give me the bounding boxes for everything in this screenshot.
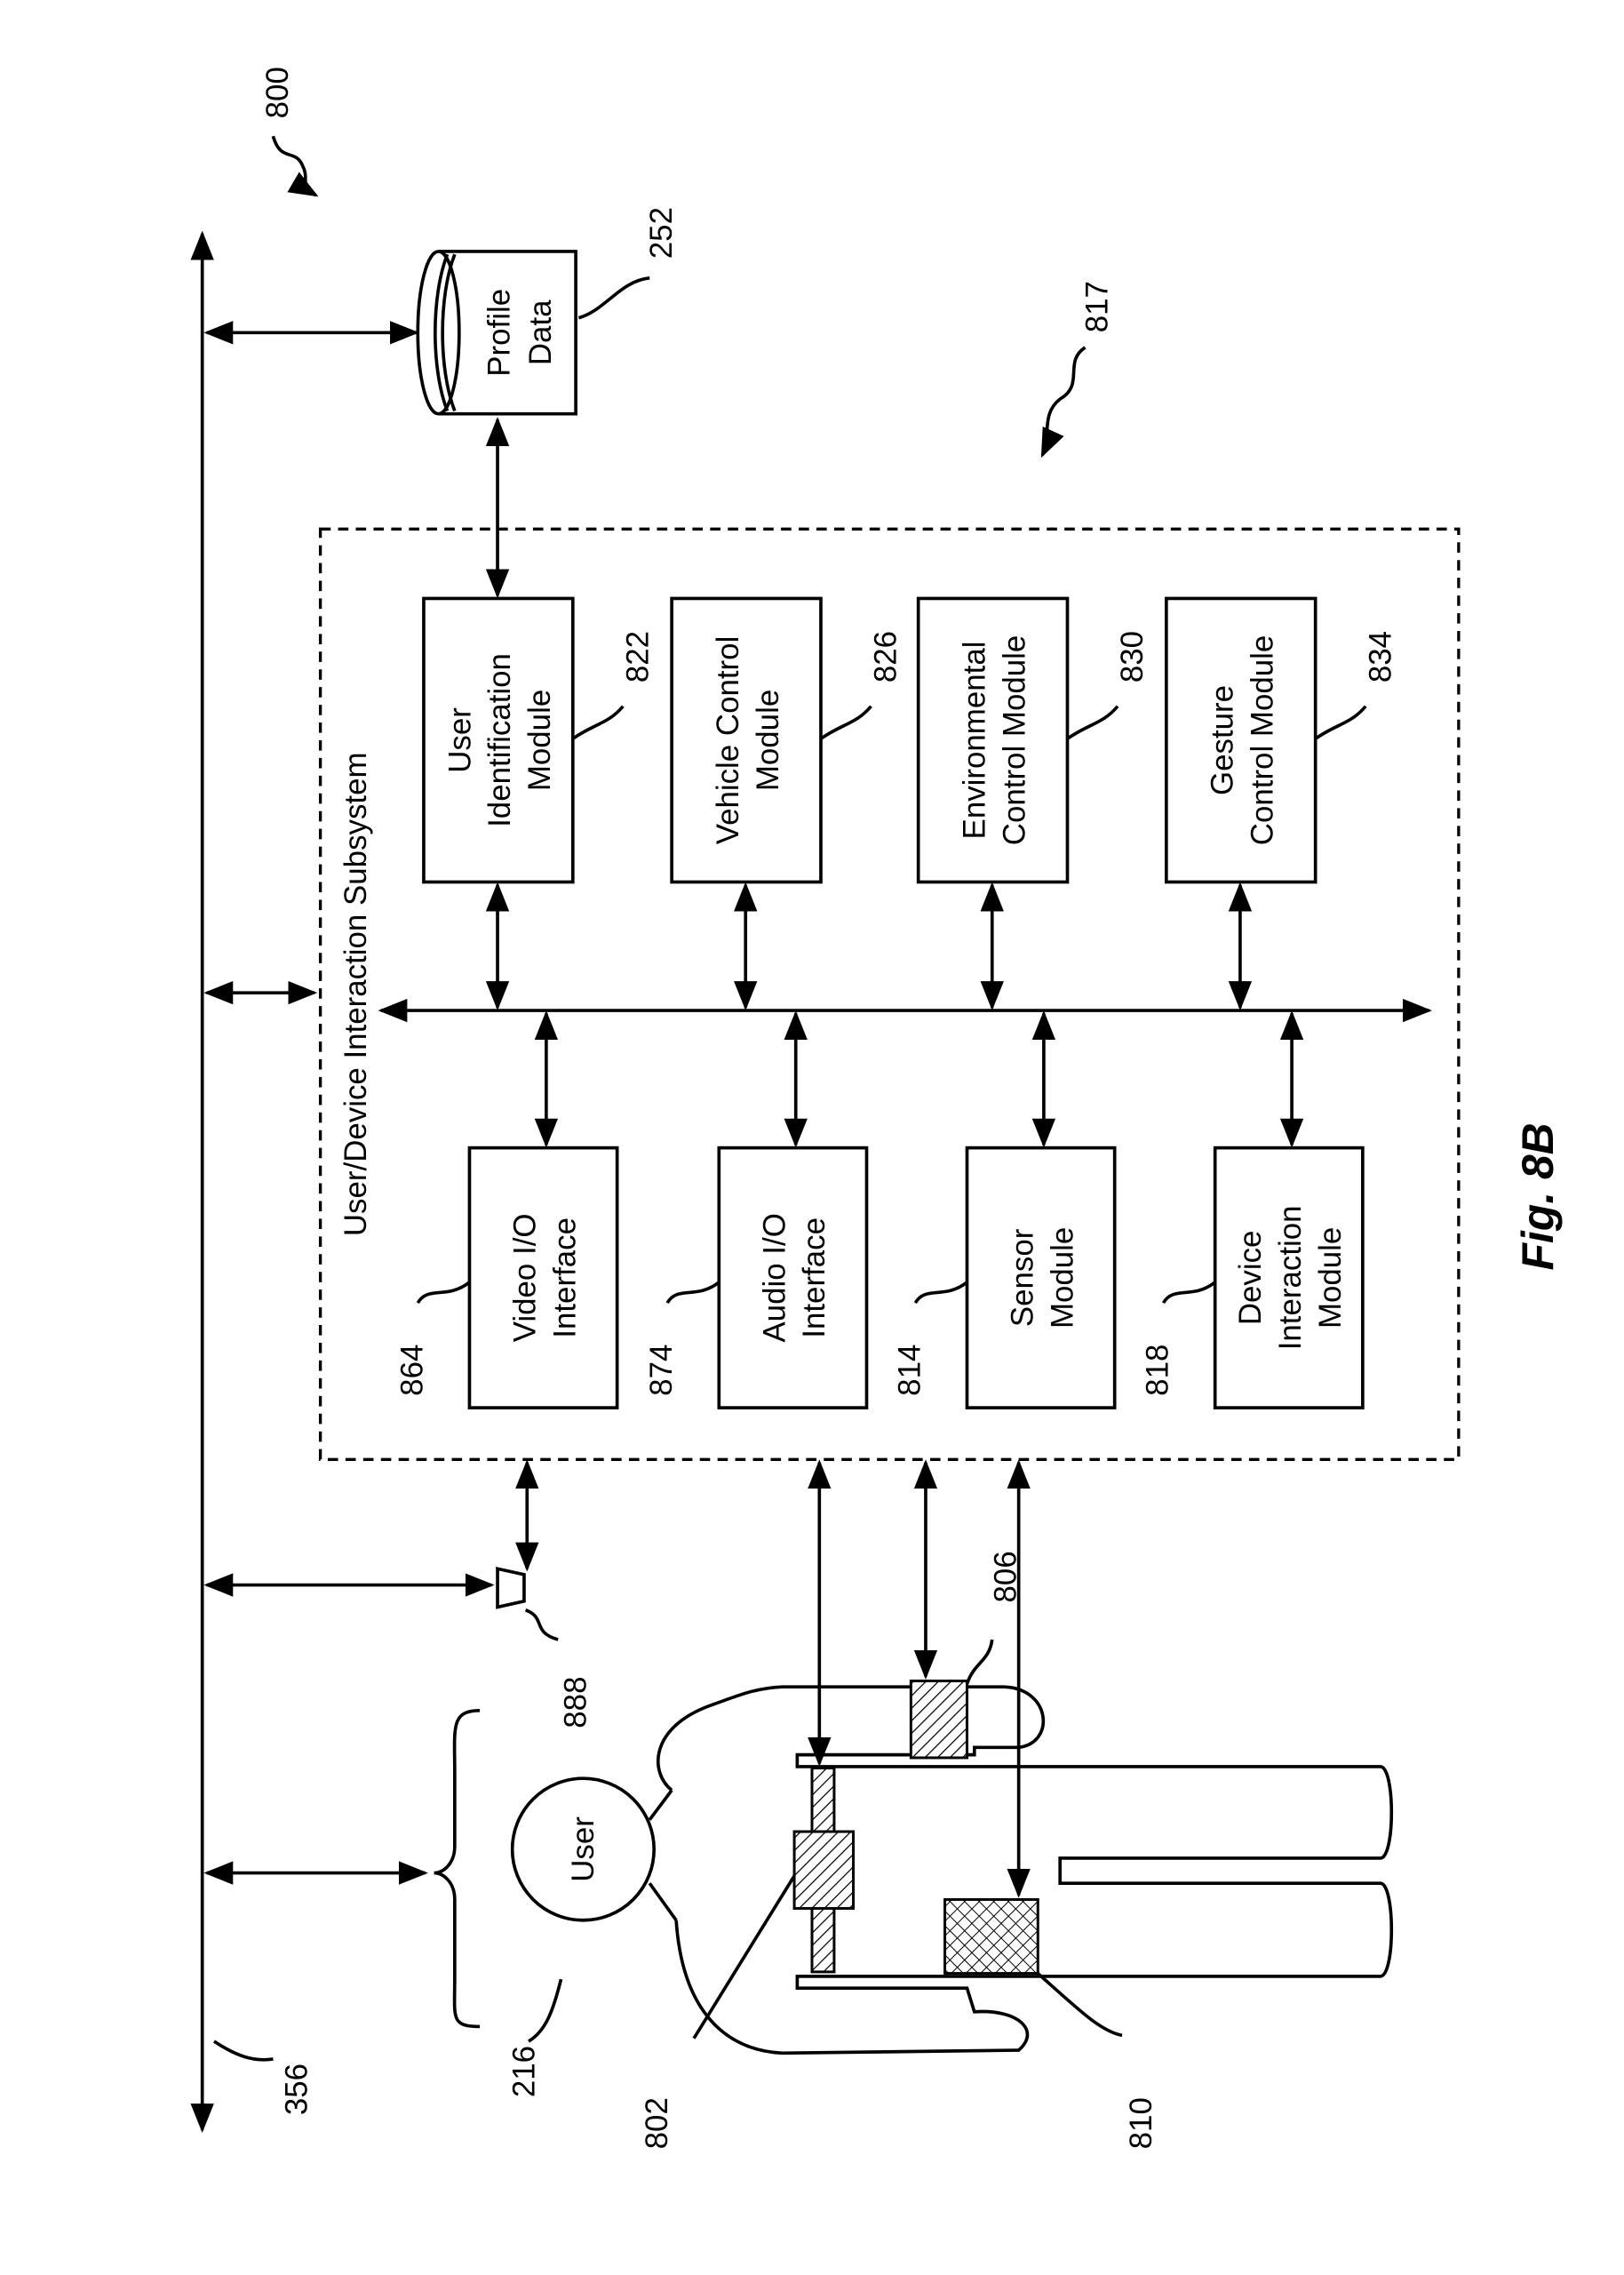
ref-830: 830 xyxy=(1115,631,1150,682)
module-label: Interface xyxy=(797,1217,832,1338)
ref-822: 822 xyxy=(621,631,656,682)
module-label: Environmental xyxy=(957,642,991,840)
profile-data-label-1: Profile xyxy=(482,289,516,377)
figure-label: Fig. 8B xyxy=(1513,1122,1563,1270)
module-label: Module xyxy=(1045,1227,1079,1329)
module-label: Module xyxy=(522,690,557,791)
module-label: Sensor xyxy=(1005,1228,1039,1327)
profile-data-store: Profile Data xyxy=(416,250,577,416)
ref-818: 818 xyxy=(1140,1345,1174,1396)
ref-874: 874 xyxy=(644,1345,679,1396)
module-label: Device xyxy=(1233,1231,1268,1326)
ref-817: 817 xyxy=(1079,281,1114,332)
ref-800: 800 xyxy=(260,67,295,118)
module-label: Control Module xyxy=(997,635,1031,846)
user-label: User xyxy=(566,1816,601,1882)
device-810 xyxy=(943,1898,1039,1976)
user-figure: User xyxy=(510,1685,1394,2055)
module-label: Control Module xyxy=(1245,635,1279,846)
module-label: Interface xyxy=(547,1217,582,1338)
module-label: User xyxy=(442,707,477,773)
module-label: Module xyxy=(1313,1227,1348,1329)
ref-216: 216 xyxy=(507,2046,542,2097)
module-label: Gesture xyxy=(1206,685,1240,795)
device-806 xyxy=(909,1680,968,1760)
ref-864: 864 xyxy=(394,1345,429,1396)
ref-810: 810 xyxy=(1124,2097,1158,2149)
module-label: Vehicle Control xyxy=(711,636,745,845)
ref-806: 806 xyxy=(988,1551,1023,1602)
profile-data-label-2: Data xyxy=(523,299,558,365)
ref-834: 834 xyxy=(1363,631,1397,682)
module-label: Interaction xyxy=(1273,1205,1308,1350)
ref-826: 826 xyxy=(869,631,904,682)
user-device-interaction-subsystem xyxy=(318,527,1461,1461)
module-label: Audio I/O xyxy=(757,1213,792,1342)
user-brace xyxy=(434,1708,481,2029)
subsystem-title: User/Device Interaction Subsystem xyxy=(338,752,373,1236)
ref-888: 888 xyxy=(559,1677,593,1728)
ref-802: 802 xyxy=(640,2097,674,2149)
ref-252: 252 xyxy=(644,207,679,259)
module-label: Video I/O xyxy=(507,1213,542,1342)
module-label: Module xyxy=(751,690,785,791)
module-label: Identification xyxy=(482,653,517,827)
device-888 xyxy=(496,1566,526,1609)
ref-814: 814 xyxy=(892,1345,927,1396)
ref-356: 356 xyxy=(280,2063,314,2115)
